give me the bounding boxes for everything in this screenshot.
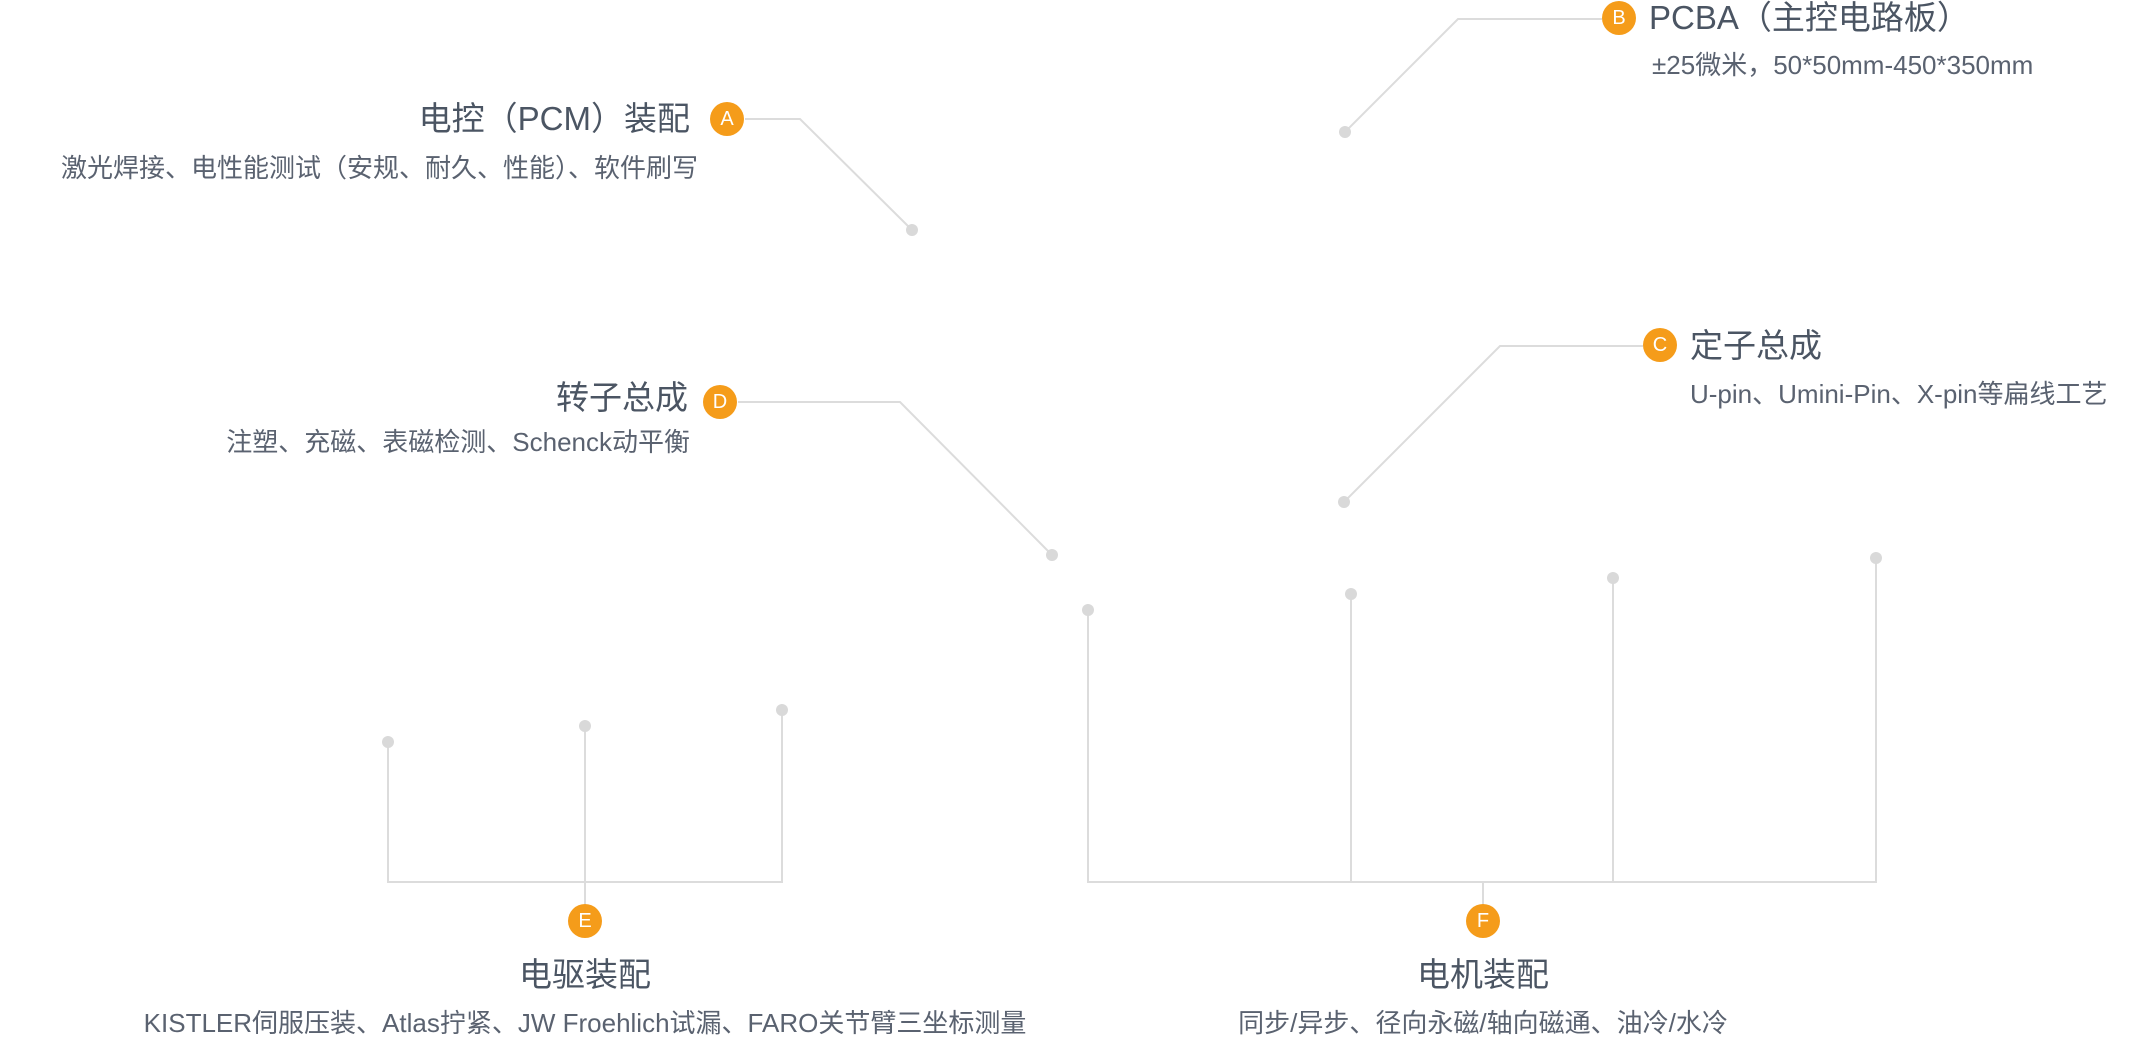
anchor-dot-f4	[1870, 552, 1882, 564]
callout-a-title: 电控（PCM）装配	[418, 100, 690, 137]
anchor-dot-e1	[382, 736, 394, 748]
callout-c-badge: C	[1643, 328, 1677, 362]
anchor-dot-f3	[1607, 572, 1619, 584]
callout-d-title: 转子总成	[556, 379, 688, 416]
callout-e-title: 电驱装配	[519, 956, 651, 993]
leader-a	[745, 118, 913, 231]
callout-c-title: 定子总成	[1690, 327, 1822, 364]
callout-d-desc: 注塑、充磁、表磁检测、Schenck动平衡	[226, 427, 690, 457]
callout-f-badge: F	[1466, 904, 1500, 938]
anchor-dot-a	[906, 224, 918, 236]
callout-f-title: 电机装配	[1417, 956, 1549, 993]
leader-d	[738, 401, 1053, 556]
anchor-dot-e3	[776, 704, 788, 716]
anchor-dot-f1	[1082, 604, 1094, 616]
anchor-dot-e2	[579, 720, 591, 732]
bracket-f	[1087, 558, 1877, 904]
bracket-e	[387, 710, 783, 904]
leader-b	[1344, 18, 1602, 133]
callout-b-badge: B	[1602, 1, 1636, 35]
anchor-dot-b	[1339, 126, 1351, 138]
anchor-dot-f2	[1345, 588, 1357, 600]
callout-c-desc: U-pin、Umini-Pin、X-pin等扁线工艺	[1690, 379, 2108, 409]
callout-f-desc: 同步/异步、径向永磁/轴向磁通、油冷/水冷	[1238, 1008, 1728, 1038]
anchor-dot-d	[1046, 549, 1058, 561]
callout-d-badge: D	[703, 385, 737, 419]
leader-c	[1343, 345, 1643, 503]
callout-e-desc: KISTLER伺服压装、Atlas拧紧、JW Froehlich试漏、FARO关…	[143, 1008, 1027, 1038]
callout-e-badge: E	[568, 904, 602, 938]
callout-b-desc: ±25微米，50*50mm-450*350mm	[1652, 50, 2034, 80]
callout-a-desc: 激光焊接、电性能测试（安规、耐久、性能）、软件刷写	[60, 153, 698, 183]
callout-a-badge: A	[710, 102, 744, 136]
callout-b-title: PCBA（主控电路板）	[1649, 0, 1970, 36]
anchor-dot-c	[1338, 496, 1350, 508]
